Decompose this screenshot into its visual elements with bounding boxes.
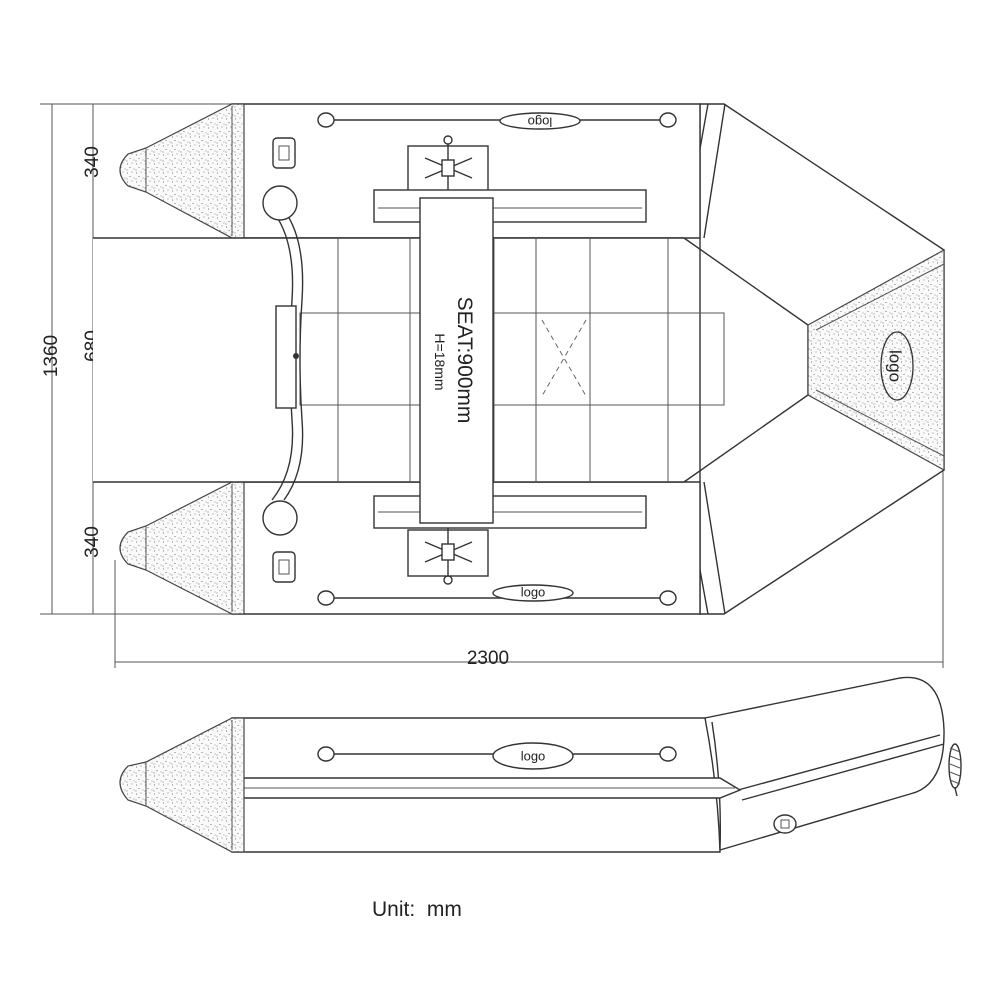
top-view: logo xyxy=(93,103,945,615)
side-valve xyxy=(773,814,797,834)
seat-label: SEAT:900mm xyxy=(453,297,476,424)
transom xyxy=(262,185,304,536)
bottom-tube-logo-text: logo xyxy=(521,584,546,599)
dim-tube-bottom: 340 xyxy=(82,526,103,558)
side-cone xyxy=(119,717,245,853)
dim-overall-height: 1360 xyxy=(41,335,62,377)
side-logo-text: logo xyxy=(521,748,546,763)
top-tube-cone xyxy=(119,103,245,239)
top-rope-line xyxy=(317,112,677,130)
bottom-rope-line xyxy=(317,584,677,606)
bow-logo-text: logo xyxy=(886,350,905,382)
bottom-tube-cone xyxy=(119,481,245,615)
seat xyxy=(419,197,494,524)
floor xyxy=(93,238,684,482)
oarlock-top xyxy=(407,135,489,195)
towing-ring xyxy=(948,743,962,797)
top-tube-logo-text: logo xyxy=(528,115,553,130)
dim-tube-top: 340 xyxy=(82,146,103,178)
bow-tip xyxy=(807,248,945,472)
bow-logo-patch xyxy=(880,331,914,401)
side-bow-tube xyxy=(704,676,945,851)
valve-top xyxy=(272,137,296,169)
dim-overall-length: 2300 xyxy=(467,648,509,669)
valve-bottom xyxy=(272,551,296,583)
side-view xyxy=(119,676,962,853)
seat-bracket-top xyxy=(373,189,647,223)
oarlock-bottom xyxy=(407,528,489,585)
unit-label: Unit: mm xyxy=(372,898,462,921)
seat-height-label: H=18mm xyxy=(432,333,448,390)
